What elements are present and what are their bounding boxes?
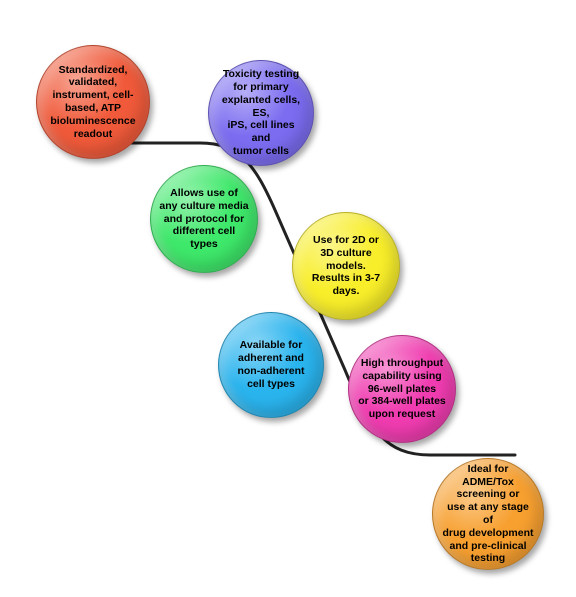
bubble-text-toxicity-testing: Toxicity testing for primary explanted c… [221, 68, 301, 157]
feature-bubble-readout: Standardized, validated, instrument, cel… [36, 45, 150, 159]
bubble-text-adme-tox: Ideal for ADME/Tox screening or use at a… [442, 462, 534, 565]
feature-bubble-cell-types: Available for adherent and non-adherent … [218, 312, 324, 418]
bubble-text-culture-models: Use for 2D or 3D culture models. Results… [311, 234, 381, 298]
bubble-text-culture-media: Allows use of any culture media and prot… [159, 187, 249, 251]
feature-bubble-adme-tox: Ideal for ADME/Tox screening or use at a… [432, 458, 544, 570]
feature-bubble-high-throughput: High throughput capability using 96-well… [348, 335, 456, 443]
bubble-text-readout: Standardized, validated, instrument, cel… [50, 63, 136, 140]
feature-bubble-toxicity-testing: Toxicity testing for primary explanted c… [208, 60, 314, 166]
bubble-text-cell-types: Available for adherent and non-adherent … [237, 339, 305, 390]
feature-bubble-culture-media: Allows use of any culture media and prot… [150, 165, 258, 273]
bubble-text-high-throughput: High throughput capability using 96-well… [358, 357, 446, 421]
feature-bubble-culture-models: Use for 2D or 3D culture models. Results… [292, 212, 400, 320]
